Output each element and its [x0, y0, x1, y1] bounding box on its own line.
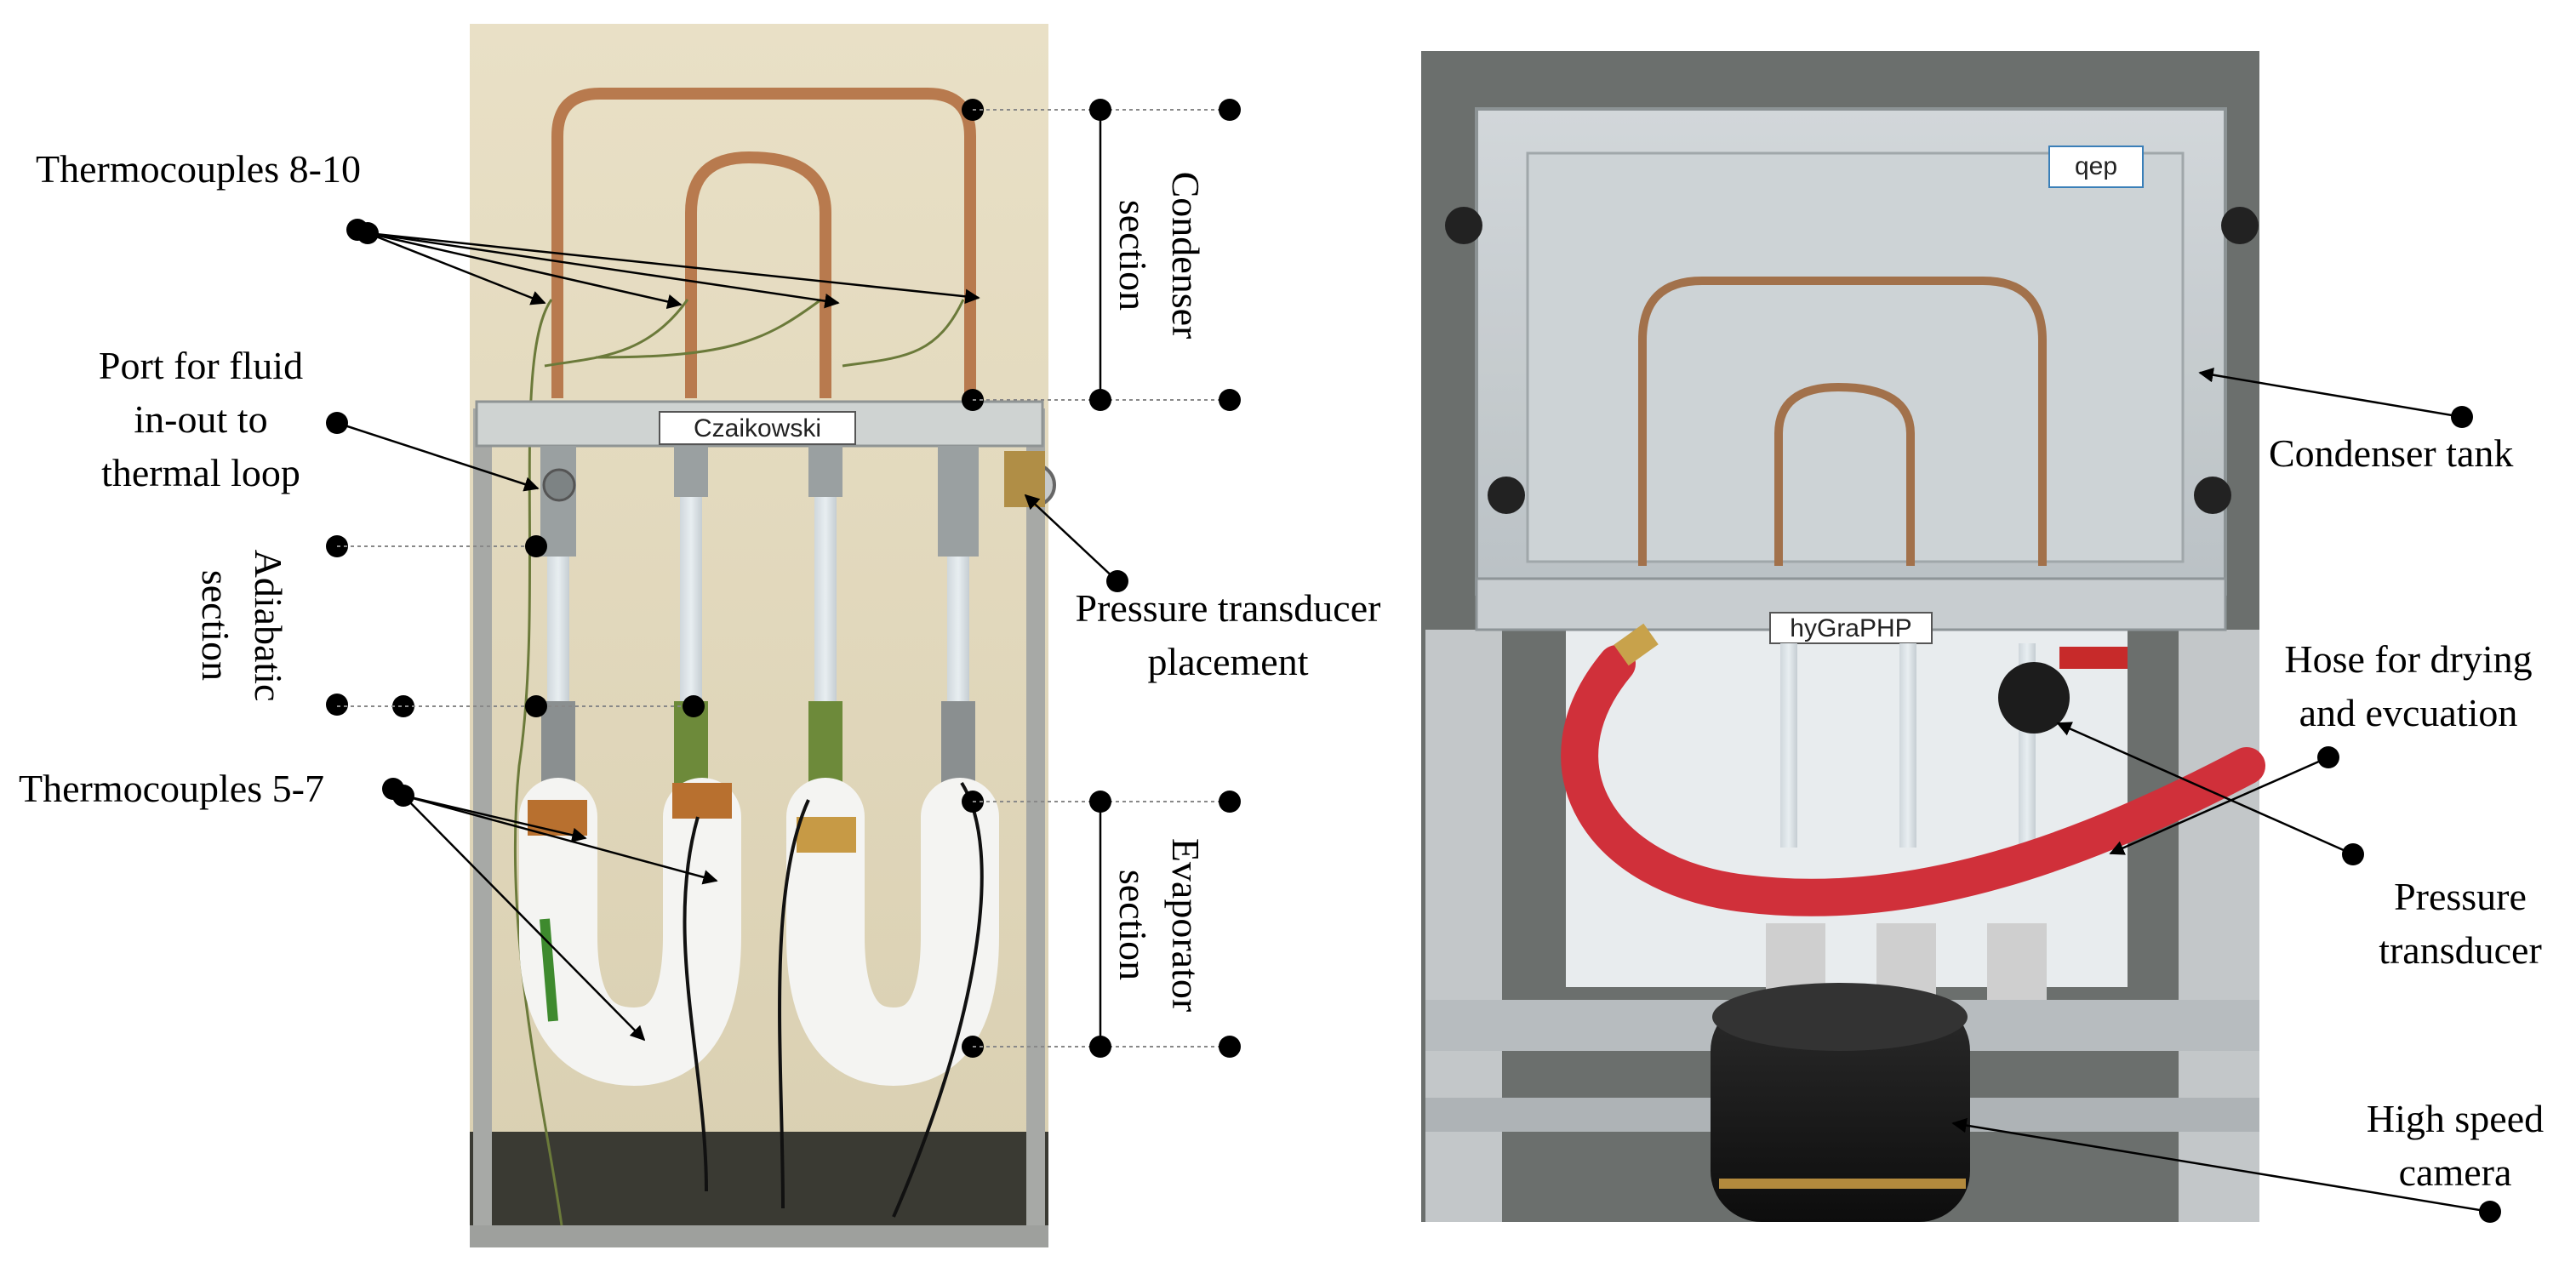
port-fitting	[542, 468, 576, 502]
camera-lens-front	[1712, 983, 1968, 1051]
callout-dot	[392, 695, 414, 717]
thermocouples-5-7-label: Thermocouples 5-7	[19, 767, 324, 810]
left-frame-post-left	[473, 408, 492, 1247]
left-sign-text: Czaikowski	[694, 414, 821, 442]
callout-dot	[1219, 791, 1241, 813]
tank-side-fitting	[2194, 477, 2231, 514]
port-fluid-label-line1: Port for fluid	[99, 344, 303, 387]
callout-arrow	[1024, 494, 1118, 582]
left-frame-post-right	[1026, 408, 1045, 1247]
callout-dot	[326, 694, 348, 716]
right-annotations: Condenser tank Hose for drying and evcua…	[1951, 367, 2544, 1223]
callout-dot	[1219, 389, 1241, 411]
hose-label-line2: and evcuation	[2299, 691, 2518, 734]
adiabatic-label-line2: section	[194, 570, 237, 681]
tank-side-fitting	[1488, 477, 1525, 514]
pressure-transducer-label-line2: transducer	[2379, 928, 2542, 972]
red-valve-handle	[2059, 647, 2128, 669]
condenser-tank-label: Condenser tank	[2269, 431, 2513, 475]
tank-logo-box	[2048, 146, 2144, 188]
callout-dot	[525, 535, 547, 557]
fitting	[674, 446, 708, 497]
thermocouples-8-10-label: Thermocouples 8-10	[36, 147, 361, 191]
pressure-transducer-device	[1998, 662, 2070, 734]
evaporator-label-line2: section	[1111, 870, 1155, 980]
brass-hose-fitting	[1614, 623, 1659, 666]
callout-dot	[525, 695, 547, 717]
condenser-label-line1: Condenser	[1164, 172, 1208, 340]
fitting	[941, 701, 975, 786]
tank-outer-copper-loop	[1638, 277, 2047, 566]
callout-dot	[1219, 99, 1241, 121]
inner-copper-loop	[685, 151, 831, 398]
glass-tube	[814, 497, 837, 701]
tank-inner-copper-loop	[1774, 382, 1915, 566]
heater-jar	[1987, 923, 2047, 1000]
pressure-transducer-label-line1: Pressure	[2394, 875, 2527, 918]
left-photo: Czaikowski	[470, 24, 1056, 1247]
callout-arrow	[367, 231, 840, 309]
camera-label-line2: camera	[2399, 1150, 2512, 1194]
glass-tube	[547, 557, 569, 701]
red-hose	[1561, 645, 2265, 916]
pressure-placement-label-line1: Pressure transducer	[1076, 586, 1381, 630]
left-frame-bottom-bar	[470, 1225, 1048, 1247]
hose-label-line1: Hose for drying	[2284, 637, 2532, 681]
callout-arrow	[403, 795, 646, 1042]
callout-arrow	[2198, 367, 2463, 419]
brass-valve	[1004, 451, 1045, 507]
green-wire	[540, 918, 558, 1022]
left-sign-background	[659, 411, 856, 445]
fitting	[808, 701, 842, 786]
middle-annotations: Condenser section Pressure transducer pl…	[962, 99, 1380, 1058]
fitting	[938, 446, 979, 557]
callout-arrow	[403, 794, 718, 885]
right-sign-background	[1769, 612, 1933, 644]
fitting	[541, 701, 575, 786]
callout-arrow	[367, 231, 980, 305]
condenser-tank-inner	[1526, 151, 2185, 563]
port-fluid-label-line2: in-out to	[134, 397, 267, 441]
glass-tube	[680, 497, 702, 701]
right-frame-right	[2179, 630, 2259, 1222]
evaporator-label-line1: Evaporator	[1164, 838, 1208, 1012]
right-photo: qep hyGraPHP	[1421, 51, 2265, 1222]
thermocouple-wires	[513, 298, 965, 1226]
camera-label-line1: High speed	[2367, 1097, 2544, 1140]
copper-tape	[797, 817, 856, 853]
callout-arrow	[1951, 1117, 2491, 1213]
right-evaporator-u-bend	[786, 778, 999, 1087]
condenser-label-line2: section	[1111, 200, 1155, 311]
callout-arrow	[367, 231, 683, 310]
tank-side-fitting	[1445, 207, 1482, 244]
callout-dot	[683, 695, 705, 717]
left-evaporator-u-bend	[519, 778, 741, 1087]
right-sign-text: hyGraPHP	[1790, 614, 1911, 642]
left-annotations: Thermocouples 8-10 Port for fluid in-out…	[19, 147, 980, 1042]
tank-logo-text: qep	[2075, 152, 2117, 180]
callout-dot	[1219, 1036, 1241, 1058]
fitting	[808, 446, 842, 497]
right-frame-left	[1425, 630, 1502, 1222]
callout-arrow	[367, 231, 546, 305]
camera-lens	[1711, 1000, 1970, 1222]
copper-tape	[672, 783, 732, 819]
copper-tape	[528, 800, 587, 836]
callout-arrow	[403, 794, 587, 842]
camera-lens-gold-ring	[1719, 1179, 1966, 1189]
callout-arrow	[2109, 756, 2329, 855]
glass-tube	[947, 557, 969, 701]
adiabatic-label-line1: Adiabatic	[247, 550, 290, 702]
right-glass-tube	[1899, 643, 1916, 848]
black-cables	[683, 781, 984, 1218]
pressure-placement-label-line2: placement	[1147, 640, 1308, 683]
callout-arrow	[2056, 722, 2354, 856]
tank-side-fitting	[2221, 207, 2259, 244]
callout-arrow	[336, 421, 540, 492]
right-glass-tube	[1780, 643, 1797, 848]
port-fluid-label-line3: thermal loop	[101, 451, 300, 494]
